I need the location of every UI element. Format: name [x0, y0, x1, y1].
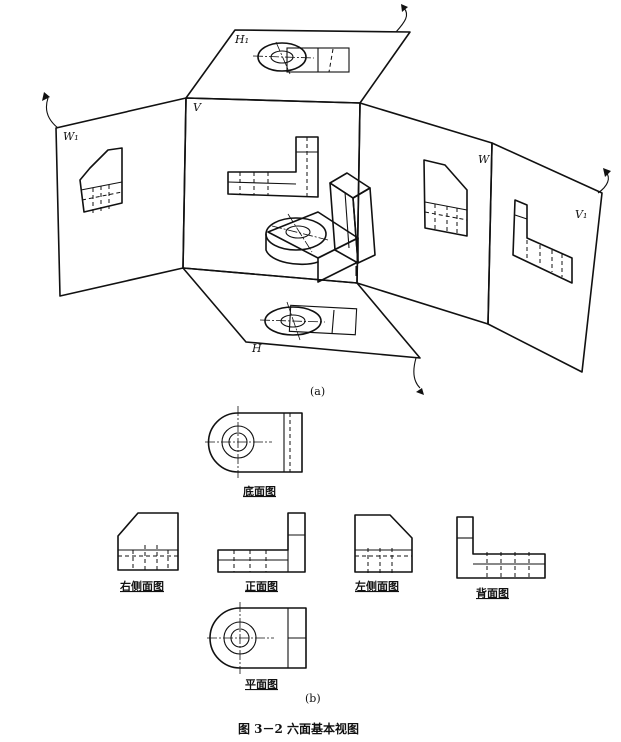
left-side-view-label: 左侧面图: [354, 579, 399, 593]
right-plane-w: [356, 102, 493, 325]
plan-view-drawing: [207, 602, 307, 674]
front-view-drawing: [217, 512, 306, 573]
front-plane-v: [182, 97, 361, 284]
label-h: H: [251, 342, 262, 355]
bottom-view-drawing: [205, 406, 303, 478]
bottom-plane-h: [182, 267, 424, 395]
label-v: V: [193, 101, 202, 114]
left-plane-w1: [42, 92, 187, 297]
isometric-object: [265, 172, 376, 283]
figure-caption: 图 3－2 六面基本视图: [238, 721, 359, 736]
unfolding-box-illustration: H₁ V W₁ W V₁ H (a): [42, 4, 611, 398]
label-v1: V₁: [575, 208, 587, 221]
right-side-view-label: 右侧面图: [119, 579, 164, 593]
part-a-label: (a): [310, 385, 325, 398]
back-view-label: 背面图: [476, 586, 509, 600]
front-view-label: 正面图: [245, 580, 278, 593]
part-b-label: (b): [305, 692, 321, 705]
left-side-view-drawing: [354, 514, 413, 574]
six-views-layout: 底面图 右侧面图 正面图: [117, 406, 546, 705]
label-w1: W₁: [63, 130, 79, 143]
label-w: W: [478, 153, 491, 166]
right-side-view-drawing: [117, 512, 179, 572]
far-right-plane-v1: [487, 142, 611, 373]
bottom-view-label: 底面图: [243, 484, 276, 498]
label-h1: H₁: [234, 33, 249, 46]
plan-view-label: 平面图: [245, 678, 278, 691]
back-view-drawing: [456, 516, 546, 580]
top-plane-h1: [185, 4, 411, 104]
